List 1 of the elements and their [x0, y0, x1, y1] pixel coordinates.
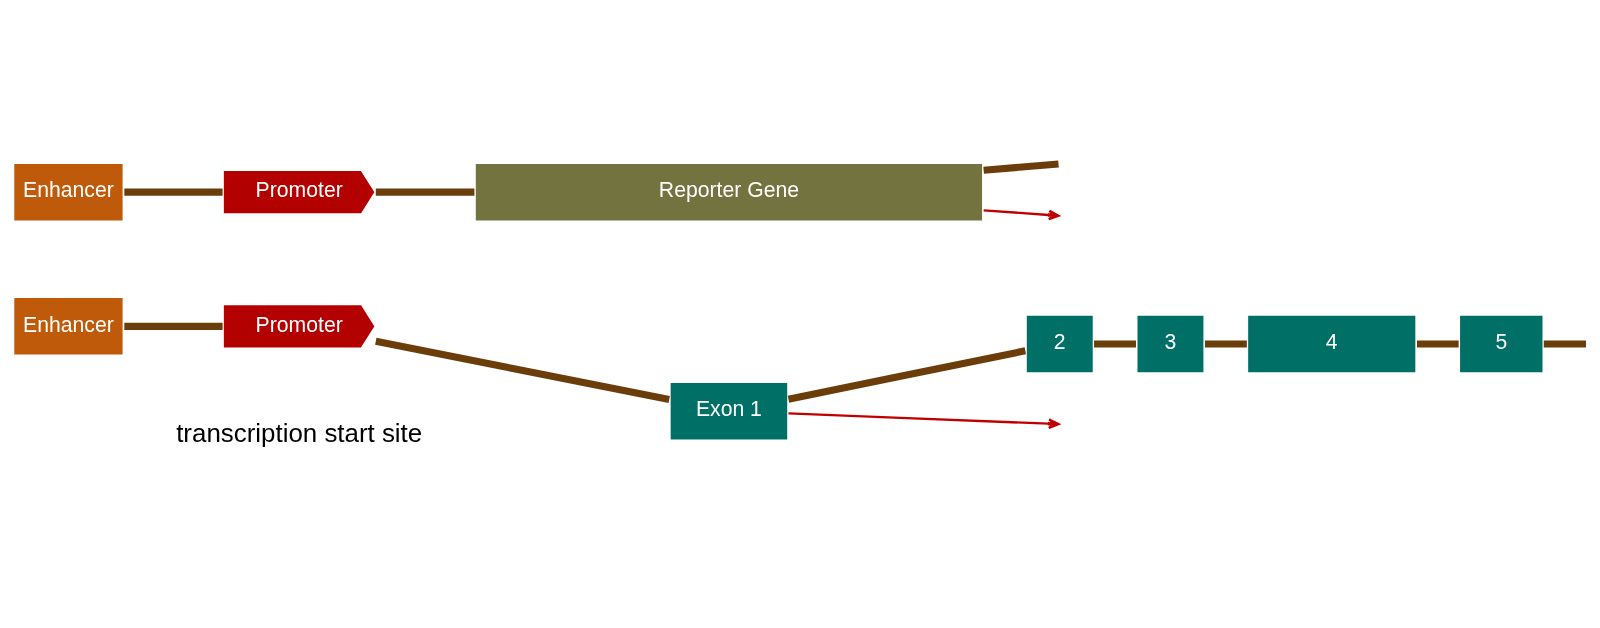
- label: transcription start site: [176, 419, 423, 448]
